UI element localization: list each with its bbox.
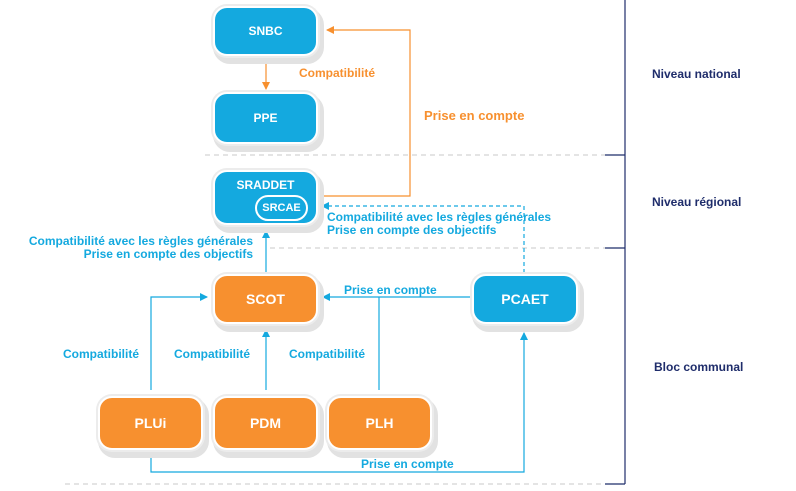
- label-pdm-scot: Compatibilité: [174, 347, 251, 361]
- arrow-sraddet-snbc: [318, 26, 411, 197]
- label-pcaet-sraddet-line2: Prise en compte des objectifs: [327, 223, 497, 237]
- node-srcae: SRCAE: [255, 195, 308, 221]
- node-pcaet: PCAET: [472, 274, 578, 324]
- label-sraddet-snbc: Prise en compte: [424, 108, 525, 123]
- node-plh: PLH: [327, 396, 432, 450]
- label-pcaet-sraddet: Compatibilité avec les règles générales …: [327, 211, 551, 237]
- arrow-pcaet-sraddet: [321, 202, 525, 273]
- arrow-plui-scot: [150, 293, 208, 390]
- level-regional: Niveau régional: [652, 195, 742, 209]
- label-pcaet-scot: Prise en compte: [344, 283, 437, 297]
- node-sraddet: SRADDET SRCAE: [213, 170, 318, 225]
- label-snbc-ppe: Compatibilité: [299, 66, 376, 80]
- label-plui-scot: Compatibilité: [63, 347, 140, 361]
- node-scot: SCOT: [213, 274, 318, 324]
- label-scot-sraddet-line2: Prise en compte des objectifs: [83, 247, 253, 261]
- label-plui-pcaet: Prise en compte: [361, 457, 454, 471]
- node-pdm: PDM: [213, 396, 318, 450]
- node-ppe: PPE: [213, 92, 318, 144]
- node-sraddet-label: SRADDET: [236, 178, 295, 192]
- level-national: Niveau national: [652, 67, 741, 81]
- label-plh-scot: Compatibilité: [289, 347, 366, 361]
- label-scot-sraddet: Compatibilité avec les règles générales …: [20, 235, 253, 261]
- label-pcaet-sraddet-line1: Compatibilité avec les règles générales: [327, 210, 552, 224]
- label-scot-sraddet-line1: Compatibilité avec les règles générales: [28, 234, 253, 248]
- node-plui: PLUi: [98, 396, 203, 450]
- arrow-plui-pcaet: [150, 332, 528, 473]
- node-snbc: SNBC: [213, 6, 318, 56]
- level-communal: Bloc communal: [654, 360, 744, 374]
